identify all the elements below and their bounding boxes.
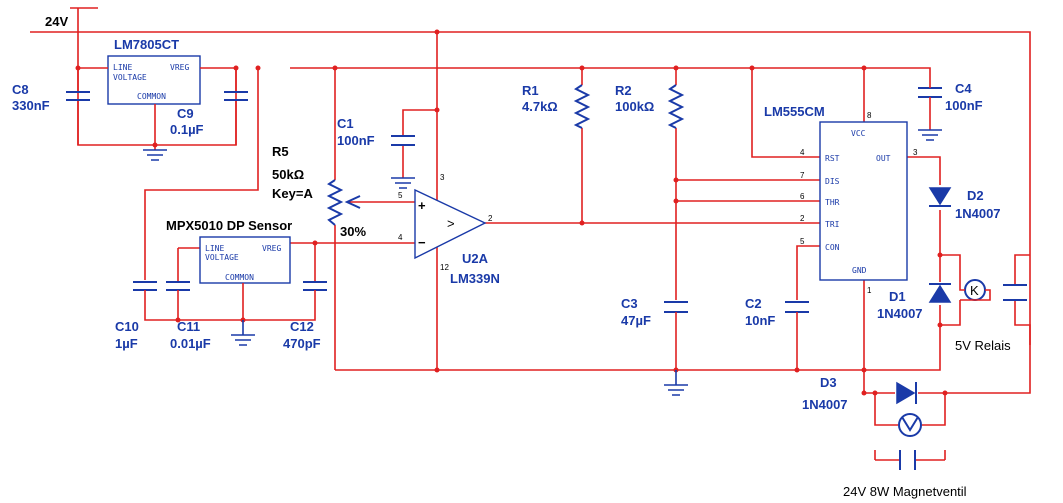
capacitor-c4: C4 100nF (918, 80, 983, 141)
relay-5v: K 5V Relais (955, 279, 1027, 353)
c2-value: 10nF (745, 313, 775, 328)
diode-d3: D3 1N4007 (802, 375, 917, 412)
d2-part: 1N4007 (955, 206, 1001, 221)
timer-lm555: LM555CM VCC RST DIS THR TRI CON OUT GND … (764, 104, 918, 295)
supply-label: 24V (45, 14, 68, 29)
c9-ref: C9 (177, 106, 194, 121)
c3-ref: C3 (621, 296, 638, 311)
capacitor-c8: C8 330nF (12, 68, 90, 145)
regulator-lm7805: LINE VOLTAGE VREG COMMON LM7805CT (78, 37, 236, 110)
mpx-name: MPX5010 DP Sensor (166, 218, 292, 233)
timer-pinnum-tri: 2 (800, 214, 805, 223)
capacitor-c12: C12 470pF (283, 275, 327, 351)
c11-value: 0.01µF (170, 336, 211, 351)
r5-ref: R5 (272, 144, 289, 159)
potentiometer-r5: R5 50kΩ Key=A 30% (272, 144, 366, 239)
c9-value: 0.1µF (170, 122, 204, 137)
c12-ref: C12 (290, 319, 314, 334)
resistor-r2: R2 100kΩ (615, 83, 685, 129)
timer-pinnum-vcc: 8 (867, 111, 872, 120)
r1-ref: R1 (522, 83, 539, 98)
c8-ref: C8 (12, 82, 29, 97)
r5-setting: 30% (340, 224, 366, 239)
mpx-pin-line: LINE (205, 244, 224, 253)
capacitor-c3: C3 47µF (621, 296, 688, 396)
c11-ref: C11 (177, 319, 200, 334)
timer-pinnum-rst: 4 (800, 148, 805, 157)
lm7805-pin-vreg: VREG (170, 63, 189, 72)
diode-d1: D1 1N4007 (877, 283, 952, 321)
timer-pin-thr: THR (825, 198, 840, 207)
timer-pinnum-out: 3 (913, 148, 918, 157)
comparator-pin-minus: 4 (398, 233, 403, 242)
c10-ref: C10 (115, 319, 139, 334)
c1-value: 100nF (337, 133, 375, 148)
lm7805-pin-common: COMMON (137, 92, 166, 101)
d2-ref: D2 (967, 188, 984, 203)
mpx-pin-vreg: VREG (262, 244, 281, 253)
capacitor-c9: C9 0.1µF (170, 68, 248, 145)
comparator-minus-symbol: − (418, 235, 426, 250)
r2-ref: R2 (615, 83, 632, 98)
d3-ref: D3 (820, 375, 837, 390)
d1-part: 1N4007 (877, 306, 923, 321)
comparator-plus-symbol: + (418, 198, 426, 213)
resistor-r1: R1 4.7kΩ (522, 83, 591, 129)
lm7805-pin-line: LINE (113, 63, 132, 72)
comparator-ref: U2A (462, 251, 489, 266)
wires (30, 31, 1031, 461)
timer-part: LM555CM (764, 104, 825, 119)
timer-pinnum-gnd: 1 (867, 286, 872, 295)
comparator-part: LM339N (450, 271, 500, 286)
c4-ref: C4 (955, 81, 972, 96)
timer-pin-out: OUT (876, 154, 891, 163)
comparator-pin-out: 2 (488, 214, 493, 223)
diode-d2: D2 1N4007 (928, 187, 1001, 221)
sensor-mpx5010: LINE VOLTAGE VREG COMMON MPX5010 DP Sens… (166, 218, 292, 346)
capacitor-c11: C11 0.01µF (166, 275, 211, 351)
lm7805-name: LM7805CT (114, 37, 179, 52)
r5-key: Key=A (272, 186, 313, 201)
comparator-gt-symbol: > (447, 216, 455, 231)
c1-ref: C1 (337, 116, 354, 131)
c12-value: 470pF (283, 336, 321, 351)
d3-part: 1N4007 (802, 397, 848, 412)
comparator-pin-gnd: 12 (440, 263, 449, 272)
timer-pin-vcc: VCC (851, 129, 866, 138)
mpx-pin-voltage: VOLTAGE (205, 253, 239, 262)
timer-pin-con: CON (825, 243, 840, 252)
c4-value: 100nF (945, 98, 983, 113)
timer-pinnum-dis: 7 (800, 171, 805, 180)
timer-pinnum-thr: 6 (800, 192, 805, 201)
comparator-u2a: + − > 5 4 2 3 12 U2A LM339N (398, 173, 500, 286)
timer-pinnum-con: 5 (800, 237, 805, 246)
r5-value: 50kΩ (272, 167, 304, 182)
valve-label: 24V 8W Magnetventil (843, 484, 967, 499)
ground-symbol (143, 149, 167, 161)
timer-pin-gnd: GND (852, 266, 867, 275)
c10-value: 1µF (115, 336, 138, 351)
capacitor-c2: C2 10nF (745, 296, 809, 328)
comparator-pin-vcc: 3 (440, 173, 445, 182)
solenoid-valve: 24V 8W Magnetventil (843, 413, 967, 499)
c3-value: 47µF (621, 313, 651, 328)
comparator-pin-plus: 5 (398, 191, 403, 200)
relay-coil-symbol: K (970, 283, 979, 298)
r1-value: 4.7kΩ (522, 99, 558, 114)
lm7805-pin-voltage: VOLTAGE (113, 73, 147, 82)
relay-label: 5V Relais (955, 338, 1011, 353)
c2-ref: C2 (745, 296, 762, 311)
d1-ref: D1 (889, 289, 906, 304)
supply-24v: 24V (45, 7, 98, 32)
mpx-pin-common: COMMON (225, 273, 254, 282)
capacitor-c10: C10 1µF (115, 281, 157, 351)
c8-value: 330nF (12, 98, 50, 113)
timer-pin-rst: RST (825, 154, 840, 163)
r2-value: 100kΩ (615, 99, 654, 114)
timer-pin-tri: TRI (825, 220, 840, 229)
timer-pin-dis: DIS (825, 177, 840, 186)
capacitor-c1: C1 100nF (337, 116, 415, 189)
